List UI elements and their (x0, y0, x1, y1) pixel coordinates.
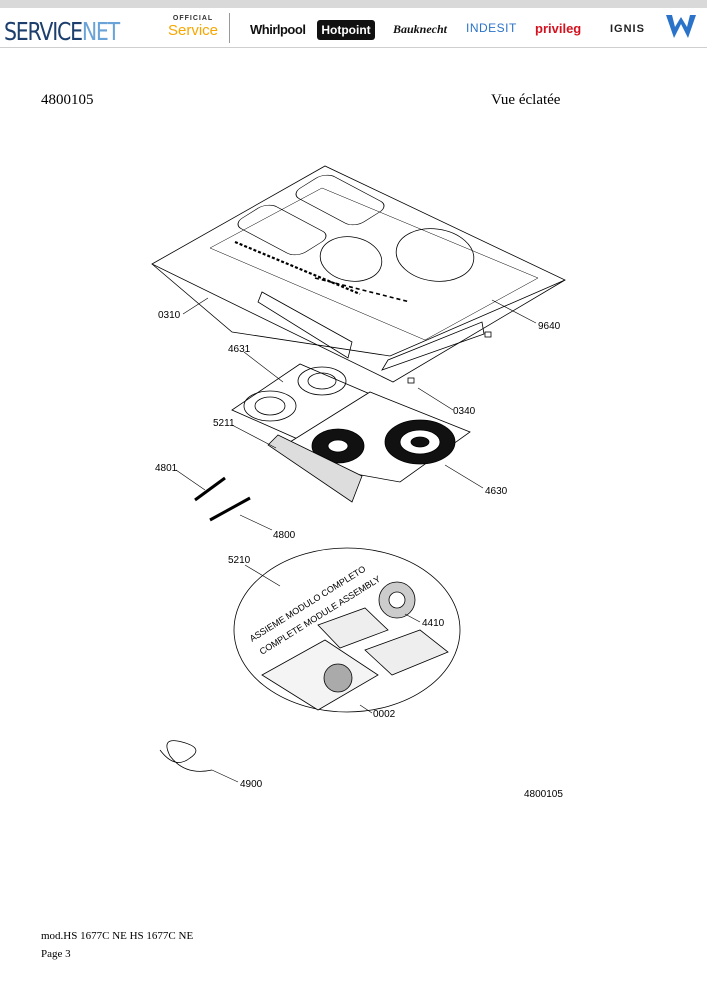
whirlpool-w-logo-icon (666, 15, 696, 38)
header-rule (0, 47, 707, 48)
diagram-code-label: 4800105 (524, 789, 563, 800)
module-assembly-outline (233, 547, 461, 713)
official-service-logo: OFFICIAL Service (168, 15, 218, 38)
view-title: Vue éclatée (491, 92, 561, 108)
servicenet-logo-a: SERVICE (4, 17, 83, 46)
control-board-strip-drawing (267, 434, 363, 503)
servicenet-logo-b: NET (81, 17, 120, 46)
servicenet-logo: SERVICENET (4, 17, 120, 46)
footer-page: Page 3 (41, 948, 71, 960)
footer-model: mod.HS 1677C NE HS 1677C NE (41, 930, 194, 942)
part-label: 4900 (240, 779, 263, 790)
flat-cable-4800-drawing (209, 496, 251, 522)
part-label: 5211 (213, 418, 235, 429)
part-label: 4631 (228, 344, 251, 355)
coil-tray-drawing (231, 363, 371, 441)
part-label: 9640 (538, 321, 561, 332)
base-plate-drawing (289, 391, 471, 483)
header-stripe (0, 0, 707, 8)
gasket-drawing (151, 263, 566, 357)
part-label: 5210 (228, 555, 251, 566)
ignis-logo: IGNIS (610, 23, 645, 35)
part-label: 0310 (158, 310, 181, 321)
flat-cable-4801-drawing (194, 476, 226, 502)
header-divider (229, 13, 230, 43)
document-code: 4800105 (41, 92, 94, 108)
front-trim-drawing (257, 291, 353, 359)
side-trim-drawing (381, 321, 485, 371)
indesit-logo: INDESIT (466, 21, 517, 35)
brand-header: SERVICENET OFFICIAL Service Whirlpool Ho… (0, 0, 707, 50)
leader-lines (175, 297, 537, 783)
module-parts-drawing (261, 581, 449, 711)
part-label: 0340 (453, 406, 476, 417)
part-label: 4800 (273, 530, 296, 541)
hotpoint-logo: Hotpoint (317, 20, 375, 40)
power-cord-drawing (159, 740, 213, 772)
whirlpool-logo: Whirlpool (250, 22, 306, 37)
glass-top-drawing (151, 165, 566, 383)
part-label: 4801 (155, 463, 178, 474)
privileg-logo: privileg (535, 21, 582, 36)
part-label: 0002 (373, 709, 396, 720)
part-label: 4630 (485, 486, 508, 497)
official-label: OFFICIAL (172, 15, 214, 22)
part-label: 4410 (422, 618, 445, 629)
service-label: Service (168, 22, 219, 39)
exploded-view-diagram: 0310 9640 4631 0340 5211 4801 4630 4800 … (151, 165, 566, 800)
bauknecht-logo: Bauknecht (393, 22, 448, 36)
